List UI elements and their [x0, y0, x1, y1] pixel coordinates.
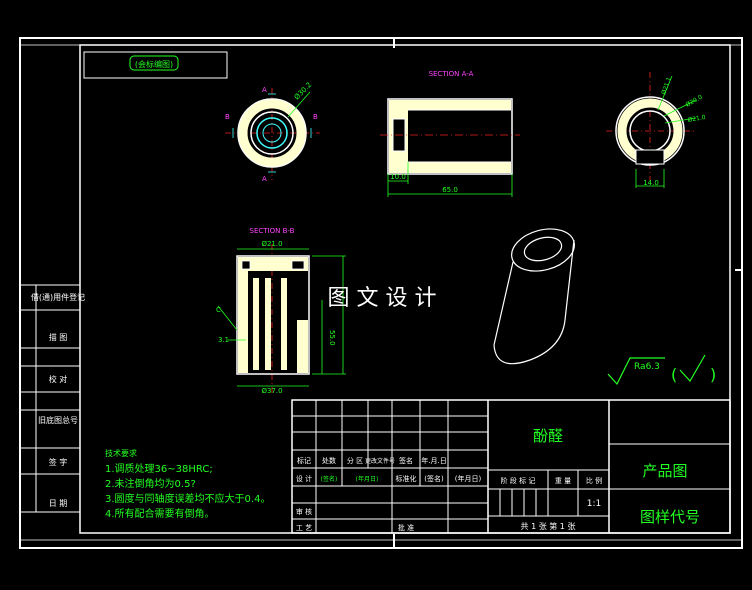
- standard-sign: (签名): [424, 474, 444, 483]
- dim-bb-bottom: Ø37.0: [261, 387, 282, 395]
- row-label-4: 更改文件号: [365, 457, 395, 465]
- dim-aa-left: 10.0: [390, 173, 406, 181]
- roughness-paren-open: (: [671, 365, 677, 384]
- mark-b-left: B: [225, 113, 230, 121]
- stage-header: 阶 段 标 记: [501, 476, 536, 485]
- row-label-2: 处数: [322, 456, 336, 465]
- view-right-circle: 14.0 Ø21.1 Ø20.0 Ø21.0: [606, 72, 706, 188]
- dim-right-r2: Ø21.0: [687, 114, 706, 124]
- drawing-code: 图样代号: [640, 508, 700, 526]
- tech-req-line-4: 4.所有配合需要有倒角。: [105, 507, 215, 520]
- row-label-1: 标记: [297, 456, 311, 465]
- mark-a-top: A: [262, 86, 267, 94]
- weight-header: 重 量: [555, 477, 571, 485]
- roughness-value: Ra6.3: [634, 362, 660, 372]
- roughness-symbol: Ra6.3 ( ): [607, 354, 716, 386]
- strip-label-4: 旧底图总号: [38, 415, 78, 425]
- dim-bb-left: 3.1: [218, 336, 229, 344]
- drawing-border: [19, 37, 743, 549]
- view-3d-cylinder: [493, 228, 575, 365]
- design-label: 设 计: [296, 474, 312, 483]
- scale-header: 比 例: [586, 476, 602, 485]
- tech-requirements: 技术要求 1.调质处理36~38HRC; 2.未注倒角均为0.5? 3.圆度与同…: [105, 448, 270, 520]
- dim-right-r1: Ø20.0: [685, 94, 704, 109]
- row-label-6: 年.月.日: [421, 456, 446, 465]
- dim-right-top: Ø21.1: [660, 76, 673, 96]
- view-front-circle: Ø30.2 A A B B: [225, 81, 320, 183]
- review-label: 审 核: [296, 507, 312, 516]
- top-tag-label: (会标编图): [135, 59, 173, 69]
- product-name: 产品图: [642, 462, 687, 480]
- roughness-paren-close: ): [710, 365, 716, 384]
- dim-bb-height: 55.0: [328, 330, 336, 346]
- dim-right-bottom: 14.0: [643, 179, 659, 187]
- strip-label-3: 校 对: [49, 374, 68, 384]
- row-label-3: 分 区: [347, 456, 363, 465]
- mark-b-right: B: [313, 113, 318, 121]
- standard-date: (年月日): [455, 474, 482, 483]
- section-aa-label: SECTION A-A: [429, 70, 474, 78]
- section-bb-label: SECTION B-B: [250, 227, 295, 235]
- dim-top-left: Ø30.2: [293, 81, 314, 102]
- row-label-5: 签名: [399, 456, 413, 465]
- tech-req-title: 技术要求: [105, 448, 137, 458]
- standard-label: 标准化: [396, 474, 417, 483]
- left-strip: 借(通)用件登记 描 图 校 对 旧底图总号 签 字 日 期: [20, 284, 85, 513]
- design-date: (年月日): [356, 475, 379, 483]
- sheet-count: 共 1 张 第 1 张: [521, 521, 576, 531]
- strip-label-2: 描 图: [49, 332, 68, 342]
- strip-label-5: 签 字: [49, 457, 68, 467]
- material-name: 酚醛: [533, 427, 563, 445]
- view-section-aa: SECTION A-A 10.0 65.0: [380, 70, 520, 197]
- dim-bb-top: Ø21.0: [261, 240, 282, 248]
- mark-a-bottom: A: [262, 175, 267, 183]
- design-sign: (签名): [321, 475, 338, 483]
- dim-bb-c: C: [216, 306, 221, 314]
- tech-req-line-3: 3.圆度与同轴度误差均不应大于0.4。: [105, 492, 270, 505]
- view-section-bb: SECTION B-B Ø21.0 Ø37.0 55.0 C 3.1: [216, 227, 346, 395]
- tech-req-line-1: 1.调质处理36~38HRC;: [105, 463, 213, 475]
- watermark: 图 文 设 计: [328, 286, 437, 311]
- dim-aa-width: 65.0: [442, 186, 458, 194]
- top-tag: (会标编图): [83, 51, 228, 79]
- strip-label-1: 借(通)用件登记: [31, 292, 85, 302]
- tech-req-line-2: 2.未注倒角均为0.5?: [105, 477, 196, 490]
- craft-label: 工 艺: [296, 524, 312, 532]
- title-block: 标记 处数 分 区 更改文件号 签名 年.月.日 设 计 (签名) (年月日) …: [291, 399, 731, 534]
- approve-label: 批 准: [398, 523, 414, 532]
- strip-label-6: 日 期: [49, 499, 68, 508]
- scale-value: 1:1: [587, 499, 601, 509]
